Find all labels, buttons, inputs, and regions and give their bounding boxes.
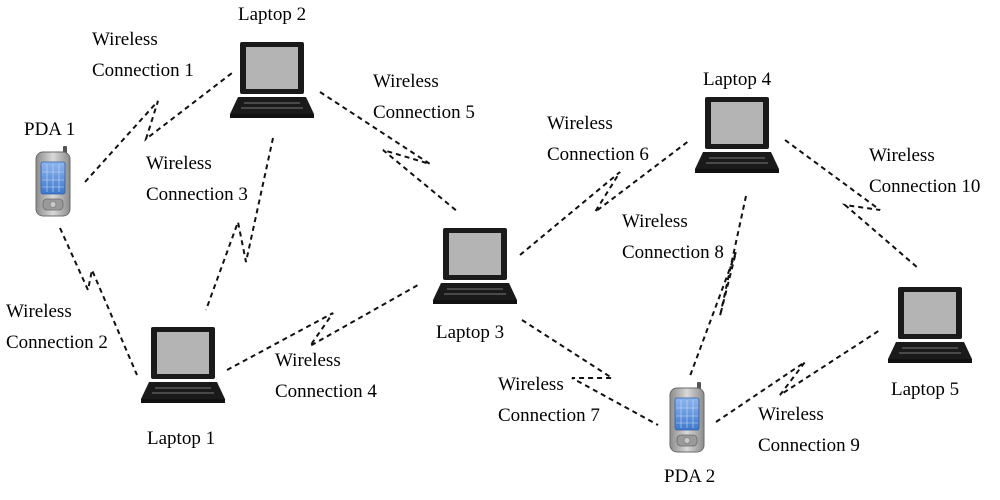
link-connection-7 — [521, 319, 659, 426]
link-connection-5 — [319, 91, 459, 213]
laptop-5-label: Laptop 5 — [891, 379, 960, 400]
laptop-2-label: Laptop 2 — [238, 4, 307, 25]
laptop-3-icon — [432, 227, 518, 305]
pda-2-label: PDA 2 — [664, 466, 716, 487]
link-connection-2 — [59, 227, 138, 376]
link-connection-1 — [84, 72, 233, 183]
link-connection-6 — [519, 139, 691, 256]
laptop-3-label: Laptop 3 — [436, 322, 505, 343]
laptop-2-icon — [229, 41, 315, 119]
link-connection-10 — [784, 139, 919, 269]
pda-1-label: PDA 1 — [24, 119, 76, 140]
laptop-5-icon — [887, 286, 973, 364]
laptop-4-label: Laptop 4 — [703, 69, 772, 90]
laptop-1-icon — [140, 326, 226, 404]
pda-1-icon — [35, 145, 71, 217]
link-connection-8 — [689, 195, 747, 377]
laptop-1-label: Laptop 1 — [147, 428, 216, 449]
link-connection-9 — [715, 329, 881, 423]
laptop-4-icon — [694, 96, 780, 174]
pda-2-icon — [669, 381, 705, 453]
link-connection-3 — [205, 137, 274, 311]
